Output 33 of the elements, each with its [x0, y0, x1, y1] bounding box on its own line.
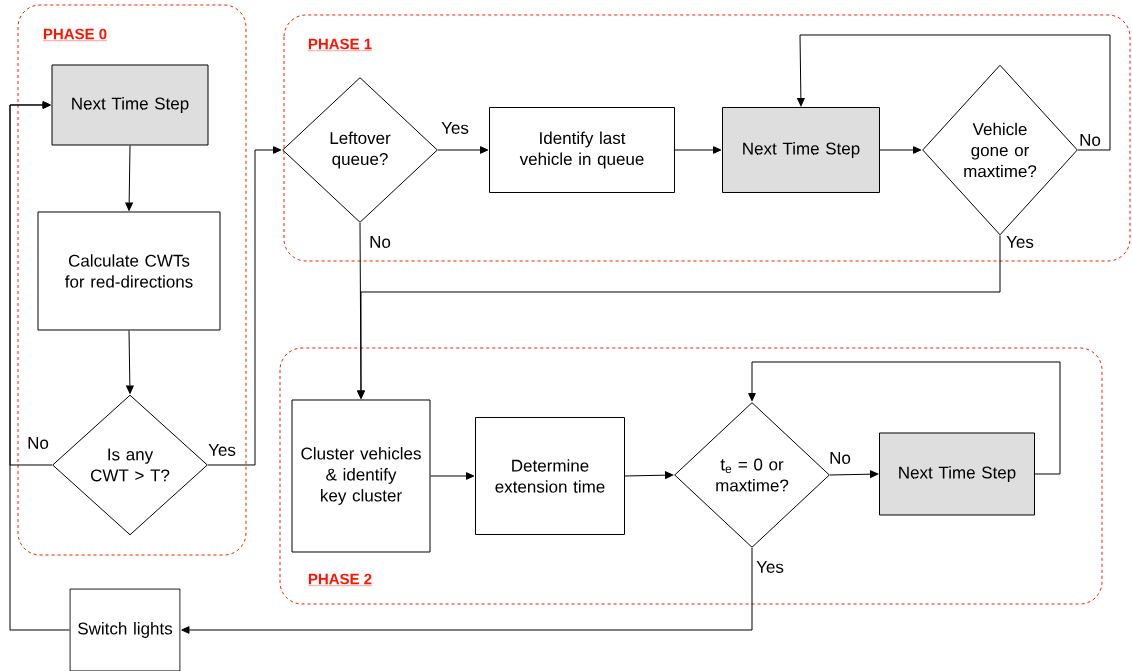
edge-label: Yes: [1005, 235, 1035, 249]
process-box: Cluster vehicles & identify key cluster: [291, 399, 431, 553]
process-box: Calculate CWTs for red-directions: [37, 211, 221, 331]
process-box: Determine extension time: [475, 417, 625, 535]
process-box: Switch lights: [69, 588, 181, 671]
edge-label: No: [368, 235, 392, 249]
arrow: [126, 330, 134, 394]
process-box: Next Time Step: [722, 107, 880, 193]
arrow: [357, 235, 1001, 399]
arrow: [829, 470, 879, 478]
arrow: [207, 146, 282, 466]
arrow: [879, 146, 922, 154]
arrow: [674, 146, 722, 154]
arrow: [748, 361, 1061, 475]
arrow: [125, 145, 133, 211]
phase-label: PHASE 2: [307, 573, 373, 586]
edge-label: No: [1078, 133, 1102, 147]
arrow: [181, 547, 753, 634]
edge-label: Yes: [755, 560, 785, 574]
process-box: Next Time Step: [51, 64, 209, 146]
edge-label: No: [828, 451, 852, 465]
arrow: [437, 146, 489, 154]
arrow: [430, 472, 475, 480]
phase-label: PHASE 0: [42, 28, 108, 41]
edge-label: Yes: [207, 443, 237, 457]
arrow: [797, 34, 1111, 151]
phase-label: PHASE 1: [307, 38, 373, 51]
process-box: Next Time Step: [879, 432, 1035, 516]
edge-label: Yes: [440, 121, 470, 135]
arrow: [9, 101, 70, 631]
process-box: Identify last vehicle in queue: [489, 107, 675, 193]
arrow: [624, 471, 674, 479]
edge-label: No: [26, 436, 50, 450]
